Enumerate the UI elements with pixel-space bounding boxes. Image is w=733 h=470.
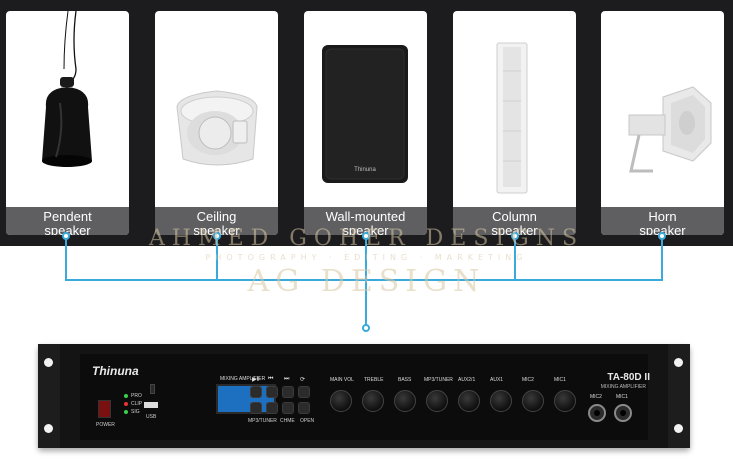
ir-receiver [150,384,155,394]
main-volume-knob[interactable] [330,390,352,412]
card-wall-mounted-speaker[interactable]: Thinuna Wall-mounted speaker [304,11,427,235]
caption-line-1: Ceiling [196,209,237,224]
usb-port[interactable] [144,402,158,408]
treble-knob[interactable] [362,390,384,412]
column-speaker-icon [496,42,528,194]
connection-dot [511,232,519,240]
connection-dot [362,232,370,240]
mic2-knob[interactable] [522,390,544,412]
caption-line-2: speaker [342,223,389,236]
amplifier-subtitle: MIXING AMPLIFIER [600,384,646,390]
mode-button[interactable] [282,402,294,414]
aux1-knob[interactable] [490,390,512,412]
bass-knob[interactable] [394,390,416,412]
repeat-icon: ⟳ [300,377,306,383]
watermark: AHMED GOHER DESIGNS PHOTOGRAPHY · EDITIN… [0,226,733,299]
speaker-brand-text: Thinuna [354,167,376,173]
mic1-jack[interactable] [614,404,632,422]
amplifier-brand: Thinuna [92,364,139,378]
knob-label-mic1: MIC1 [554,377,566,383]
caption-line-1: Column [492,209,537,224]
screen-title: MIXING AMPLIFIER [220,376,266,382]
amplifier-model: TA-80D II [607,372,650,383]
rack-ear-left [38,344,60,448]
connection-dot [213,232,221,240]
transport-button[interactable] [266,386,278,398]
watermark-line-2: PHOTOGRAPHY · EDITING · MARKETING [205,253,528,262]
pendant-speaker-icon [42,11,92,167]
card-pendent-speaker[interactable]: Pendent speaker [6,11,129,235]
caption-line-2: speaker [44,223,91,236]
button-text: OPEN [300,418,315,424]
caption-line-1: Pendent [43,209,92,224]
previous-icon: ⏮ [268,376,274,382]
transport-button[interactable] [298,386,310,398]
mode-button[interactable] [266,402,278,414]
caption-line-1: Wall-mounted [325,209,406,224]
card-ceiling-speaker[interactable]: Ceiling speaker [155,11,278,235]
usb-label: USB [146,414,157,420]
horn-speaker-icon [628,86,712,173]
caption-wall-mounted: Wall-mounted speaker [304,207,427,235]
transport-button[interactable] [282,386,294,398]
card-horn-speaker[interactable]: Horn speaker [601,11,724,235]
mic2-jack[interactable] [588,404,606,422]
knob-label-bass: BASS [398,377,412,383]
led-indicator [124,402,128,406]
caption-line-2: speaker [639,223,686,236]
knob-label-mp3-tuner: MP3/TUNER [424,377,453,383]
caption-line-2: speaker [491,223,538,236]
knob-label-aux21: AUX2/1 [458,377,476,383]
mic1-knob[interactable] [554,390,576,412]
connection-dot [62,232,70,240]
caption-column: Column speaker [453,207,576,235]
mp3-tuner-knob[interactable] [426,390,448,412]
card-column-speaker[interactable]: Column speaker [453,11,576,235]
knob-label-main-vol: MAIN VOL [330,377,354,383]
led-label: PRO [131,393,142,399]
watermark-line-1: AHMED GOHER DESIGNS [148,226,585,251]
knob-label-treble: TREBLE [364,377,384,383]
connection-dot [658,232,666,240]
power-switch[interactable] [98,400,111,418]
rack-hole [44,424,53,433]
caption-pendent: Pendent speaker [6,207,129,235]
jack-label-mic1: MIC1 [616,394,628,400]
led-indicator [124,394,128,398]
transport-button[interactable] [250,386,262,398]
mode-button[interactable] [250,402,262,414]
rack-hole [674,424,683,433]
watermark-logo: AG DESIGN [247,264,486,299]
knob-label-aux1: AUX1 [490,377,504,383]
aux21-knob[interactable] [458,390,480,412]
button-text: MP3/TUNER [248,418,277,424]
mode-button[interactable] [298,402,310,414]
play-pause-icon: ▶‖ [252,377,260,383]
led-indicator [124,410,128,414]
jack-label-mic2: MIC2 [590,394,602,400]
led-label: SIG [131,409,140,415]
connection-dot [362,324,370,332]
wall-speaker-icon: Thinuna [322,45,408,183]
button-text: CHME [280,418,295,424]
knob-label-mic2: MIC2 [522,377,534,383]
rack-hole [44,358,53,367]
caption-horn: Horn speaker [601,207,724,235]
caption-line-1: Horn [648,209,677,224]
rack-ear-right [668,344,690,448]
caption-line-2: speaker [193,223,240,236]
next-icon: ⏭ [284,376,290,382]
ceiling-speaker-icon [176,90,258,166]
rack-hole [674,358,683,367]
power-label: POWER [96,422,115,428]
mixing-amplifier: Thinuna TA-80D II MIXING AMPLIFIER POWER… [38,344,690,448]
led-label: CLIP [131,401,143,407]
caption-ceiling: Ceiling speaker [155,207,278,235]
